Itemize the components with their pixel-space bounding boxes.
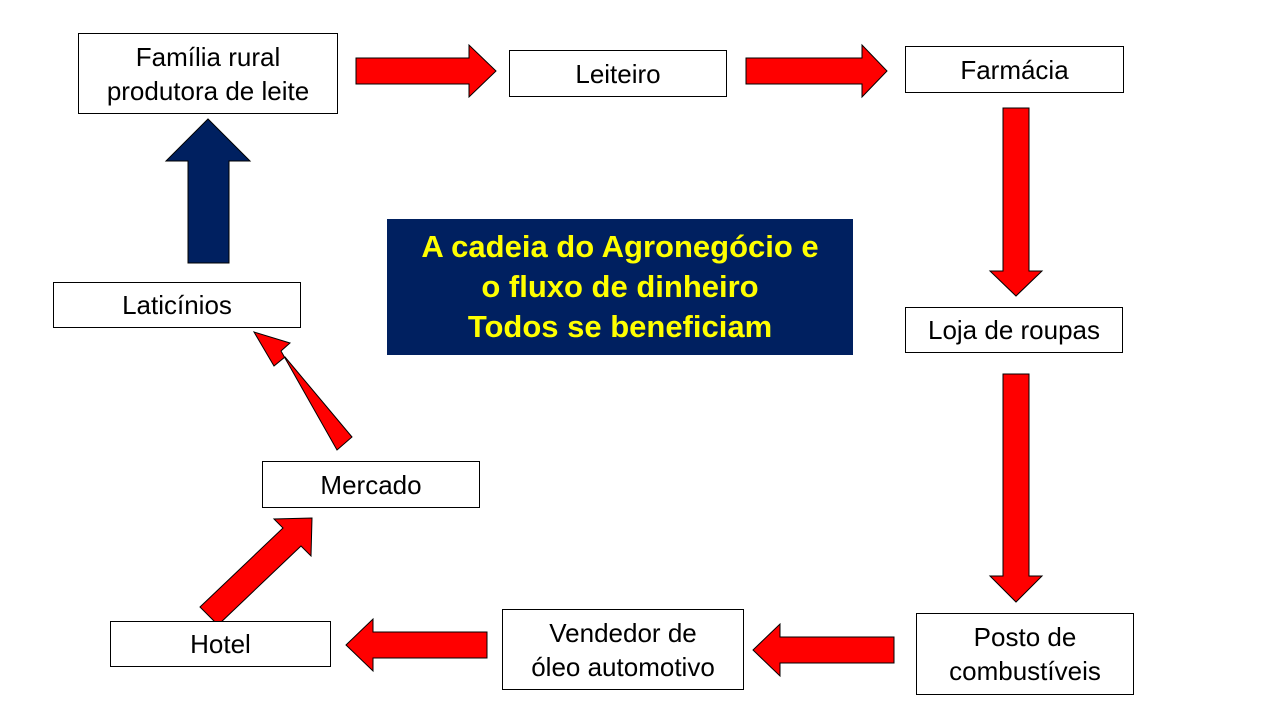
arrow-mercado-to-laticinios xyxy=(252,331,353,451)
arrow-familia-to-leiteiro xyxy=(355,43,497,99)
node-familia-rural: Família rural produtora de leite xyxy=(78,33,338,114)
arrow-laticinios-to-familia xyxy=(164,118,252,264)
diagram-title: A cadeia do Agronegócio e o fluxo de din… xyxy=(387,219,853,355)
arrow-posto-to-vendedor xyxy=(752,622,895,678)
arrow-farmacia-to-loja xyxy=(988,107,1044,297)
arrow-loja-to-posto xyxy=(988,373,1044,603)
node-laticinios: Laticínios xyxy=(53,282,301,328)
node-farmacia: Farmácia xyxy=(905,46,1124,93)
arrow-leiteiro-to-farmacia xyxy=(745,43,888,99)
node-mercado: Mercado xyxy=(262,461,480,508)
arrow-vendedor-to-hotel xyxy=(345,617,488,673)
node-vendedor-oleo: Vendedor de óleo automotivo xyxy=(502,609,744,690)
node-loja-de-roupas: Loja de roupas xyxy=(905,307,1123,353)
node-leiteiro: Leiteiro xyxy=(509,50,727,97)
node-hotel: Hotel xyxy=(110,621,331,667)
arrow-hotel-to-mercado xyxy=(199,517,313,626)
node-posto-combustiveis: Posto de combustíveis xyxy=(916,613,1134,695)
